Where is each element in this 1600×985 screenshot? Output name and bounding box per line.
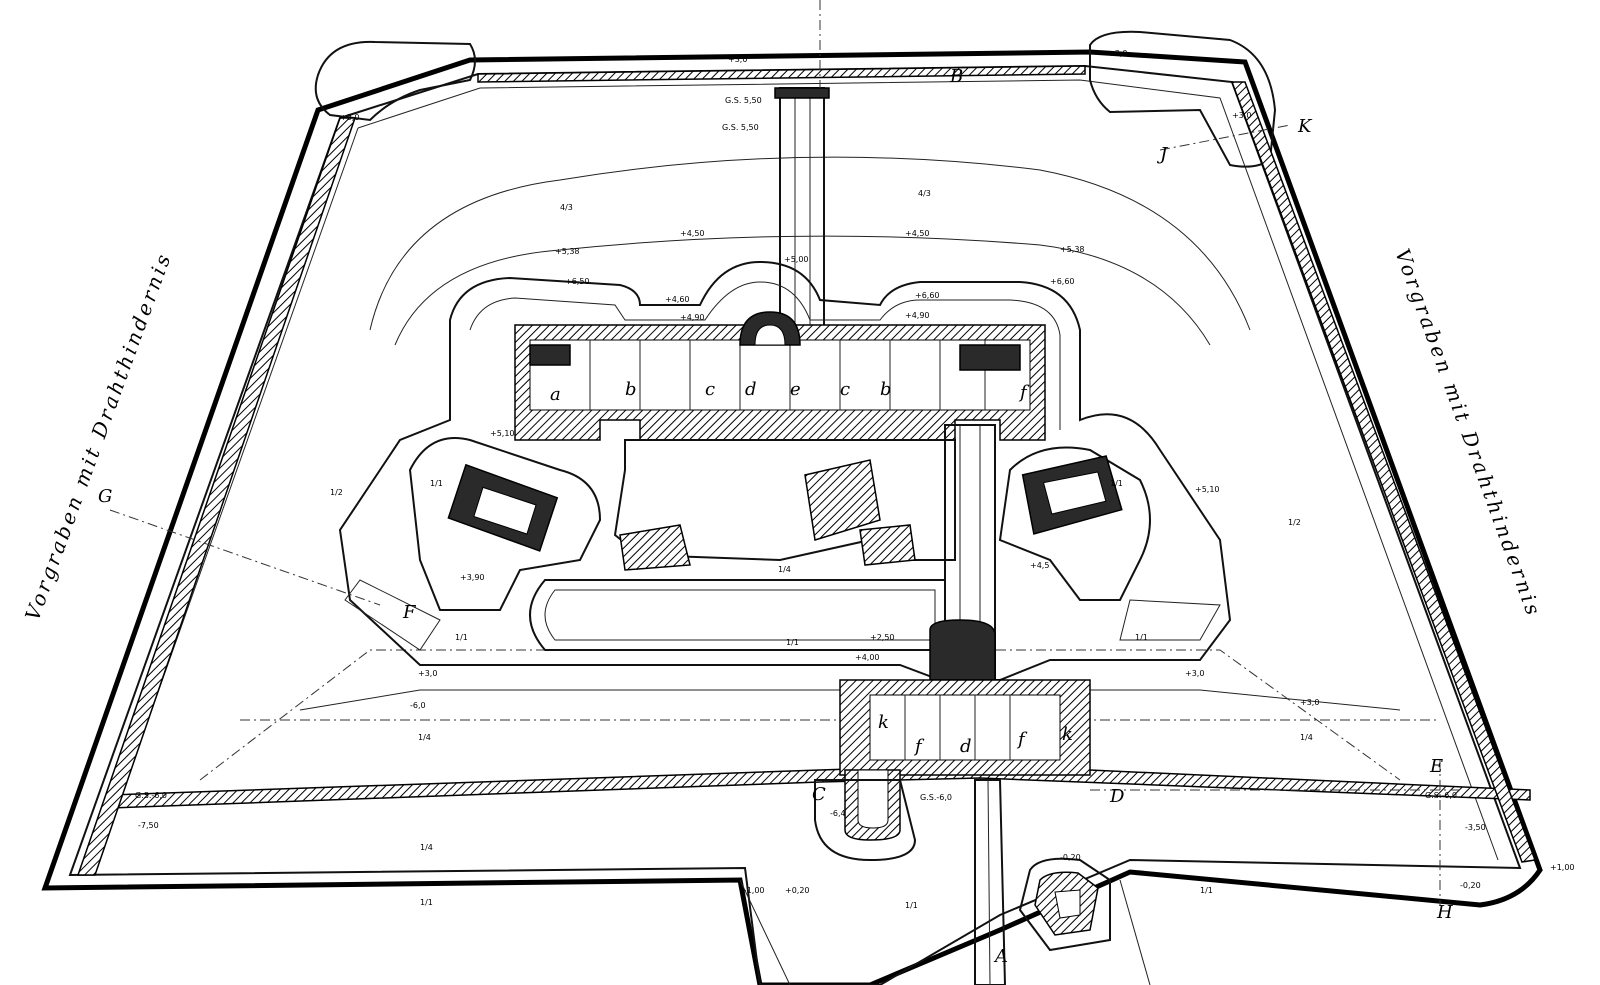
room-letter: a (550, 384, 561, 405)
side-label-left: Vorgraben mit Drahthindernis (20, 249, 176, 624)
section-letter-C: C (812, 784, 826, 805)
slope-ratio: 1/2 (1288, 518, 1301, 527)
section-letters: G F J K C D E H A B (98, 66, 1453, 967)
room-letter: c (840, 379, 850, 400)
room-letter: b (880, 379, 892, 400)
section-letter-D: D (1109, 786, 1125, 807)
ground-level-labels: G.S. 5,50 G.S. 5,50 G.S.-6,0 G.S.-6,0 G.… (135, 96, 1457, 802)
elevation-mark: -7,50 (138, 821, 159, 830)
elevation-mark: +3,0 (418, 669, 437, 678)
slope-ratio: 1/2 (330, 488, 343, 497)
room-letter: b (625, 379, 637, 400)
section-letter-E: E (1429, 756, 1443, 777)
room-letter: c (705, 379, 715, 400)
elevation-mark: -3,50 (1465, 823, 1486, 832)
elevation-mark: -0,20 (1460, 881, 1481, 890)
elevation-mark: +3,0 (1108, 49, 1127, 58)
elevation-mark: -0,20 (1060, 853, 1081, 862)
room-letter: k (878, 712, 889, 733)
elevation-mark: +3,0 (1185, 669, 1204, 678)
room-letter: e (790, 379, 801, 400)
main-work (338, 260, 1232, 681)
west-flank-battery (344, 437, 602, 651)
elevation-marks: +3,0 +3,0 +3,0 +3,0 +5,38 +5,38 +6,50 +6… (138, 49, 1575, 895)
ground-level-label: G.S.-6,0 (1425, 791, 1457, 800)
gorge-works (739, 424, 1151, 985)
section-letter-J: J (1156, 144, 1169, 165)
elevation-mark: +4,60 (665, 295, 690, 304)
elevation-mark: +4,50 (905, 229, 930, 238)
ne-corner-caponier (1089, 30, 1277, 168)
elevation-mark: +4,5 (1030, 561, 1049, 570)
slope-ratio: 4/3 (918, 189, 931, 198)
slope-ratio: 1/1 (905, 901, 918, 910)
section-letter-F: F (402, 602, 417, 623)
elevation-mark: +3,90 (460, 573, 485, 582)
room-letter: d (960, 736, 972, 757)
elevation-mark: -6,0 (410, 701, 426, 710)
glacis-contours (199, 156, 1440, 781)
north-ditch-band (477, 65, 1086, 83)
west-ditch-band (76, 117, 357, 876)
slope-ratio: 1/4 (418, 733, 431, 742)
slope-ratio: 1/1 (786, 638, 799, 647)
ground-level-label: G.S. 5,50 (722, 123, 759, 132)
elevation-mark: +3,0 (728, 55, 747, 64)
elevation-mark: +6,60 (915, 291, 940, 300)
section-letter-B: B (949, 66, 963, 87)
slope-ratio: 1/4 (1300, 733, 1313, 742)
room-letter: k (1062, 724, 1073, 745)
slope-ratio: 1/1 (430, 479, 443, 488)
slope-ratio: 1/1 (420, 898, 433, 907)
elevation-mark: +5,00 (784, 255, 809, 264)
elevation-mark: +6,60 (1050, 277, 1075, 286)
elevation-mark: +5,10 (490, 429, 515, 438)
elevation-mark: +3,0 (1232, 111, 1251, 120)
elevation-mark: +2,50 (870, 633, 895, 642)
slope-ratio: 4/3 (560, 203, 573, 212)
east-flank-battery (998, 446, 1221, 641)
ground-level-label: G.S.-6,0 (920, 793, 952, 802)
section-letter-A: A (993, 946, 1008, 967)
elevation-mark: +5,38 (1060, 245, 1085, 254)
elevation-mark: +3,0 (1300, 698, 1319, 707)
slope-ratios: 4/3 4/3 1/2 1/2 1/1 1/1 1/4 1/4 1/1 1/1 … (330, 189, 1313, 910)
section-letter-G: G (98, 486, 112, 507)
elevation-mark: +5,10 (1195, 485, 1220, 494)
nw-corner-caponier (314, 40, 476, 122)
elevation-mark: -6,4 (830, 809, 846, 818)
elevation-mark: +0,20 (785, 886, 810, 895)
outer-rampart (41, 30, 1543, 985)
elevation-mark: +4,00 (855, 653, 880, 662)
ground-level-label: G.S.-6,0 (135, 791, 167, 800)
east-ditch-band (1230, 81, 1537, 863)
elevation-mark: +3,0 (340, 113, 359, 122)
elevation-mark: +4,50 (680, 229, 705, 238)
slope-ratio: 1/1 (455, 633, 468, 642)
room-letter: d (745, 379, 757, 400)
elevation-mark: +6,50 (565, 277, 590, 286)
slope-ratio: 1/1 (1200, 886, 1213, 895)
section-lines (109, 0, 1460, 905)
slope-ratio: 1/1 (1110, 479, 1123, 488)
elevation-mark: +4,90 (905, 311, 930, 320)
section-letter-K: K (1297, 116, 1313, 137)
slope-ratio: 1/1 (1135, 633, 1148, 642)
elevation-mark: +5,38 (555, 247, 580, 256)
elevation-mark: +4,90 (680, 313, 705, 322)
section-letter-H: H (1436, 902, 1453, 923)
slope-ratio: 1/4 (778, 565, 791, 574)
elevation-mark: +1,00 (740, 886, 765, 895)
slope-ratio: 1/4 (420, 843, 433, 852)
ground-level-label: G.S. 5,50 (725, 96, 762, 105)
elevation-mark: +1,00 (1550, 863, 1575, 872)
